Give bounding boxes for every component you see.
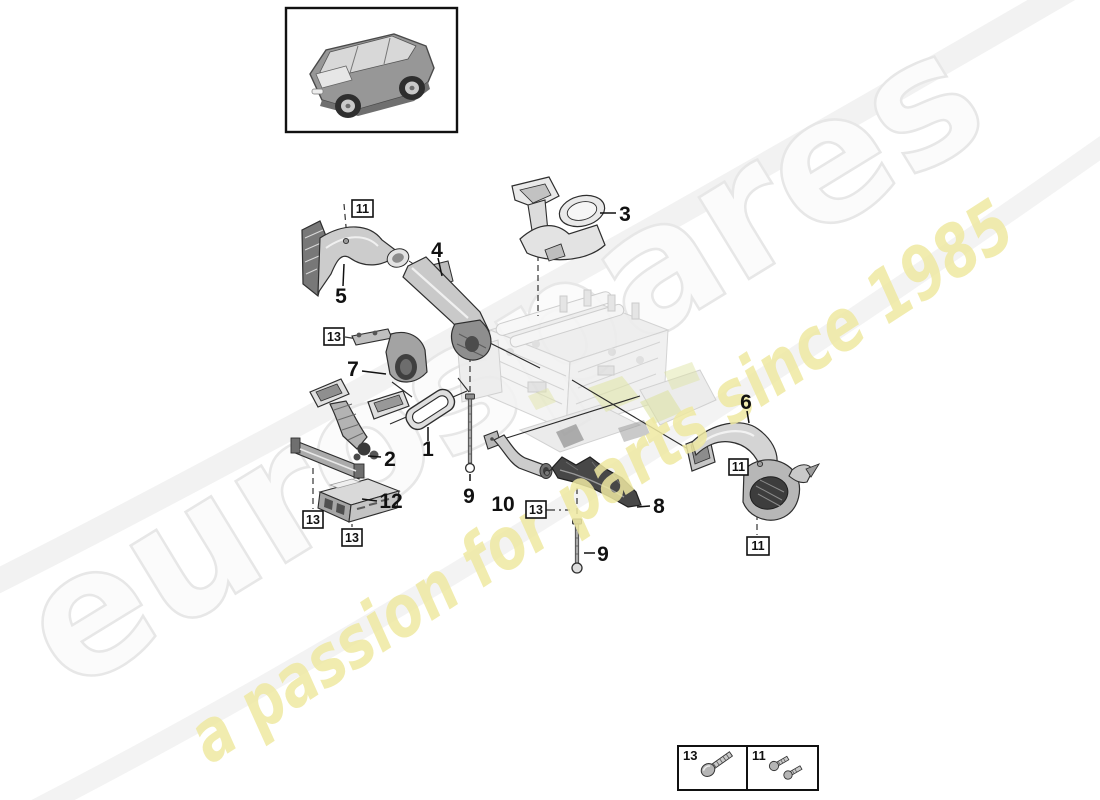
boxed-ref-labels: 11 13 13 13 13 11 11 [302,199,770,556]
part-3-defroster-duct[interactable] [511,176,608,262]
pan-head-screw-icon [700,751,734,777]
svg-text:11: 11 [751,539,764,553]
boxed-ref-13-part12[interactable]: 13 [341,528,363,547]
part-8-heat-shield[interactable] [544,456,642,508]
boxed-ref-13-part8[interactable]: 13 [525,500,547,519]
boxed-ref-13-part2[interactable]: 13 [302,510,324,529]
callout-3[interactable]: 3 [619,203,631,226]
boxed-ref-13-part7[interactable]: 13 [323,327,345,346]
svg-text:13: 13 [683,748,697,763]
callout-2[interactable]: 2 [384,448,396,471]
leader-lines [342,212,750,554]
callout-8[interactable]: 8 [653,495,665,518]
svg-text:11: 11 [752,748,766,763]
callout-labels: 1 2 3 4 5 6 7 8 9 9 10 12 [335,203,752,566]
svg-text:13: 13 [327,330,341,344]
fastener-legend: 13 11 [677,745,819,791]
callout-4[interactable]: 4 [431,239,443,262]
boxed-ref-11-part6-lower[interactable]: 11 [746,536,770,556]
vehicle-illustration [309,33,435,118]
boxed-ref-11-part5[interactable]: 11 [351,199,374,218]
part-9-screw-lower[interactable] [571,518,583,574]
part-1-seal-ring[interactable] [402,386,458,434]
part-4-air-duct-long[interactable] [402,256,492,361]
legend-cell-11[interactable]: 11 [752,748,803,781]
part-9-screw-upper[interactable] [464,393,476,474]
legend-cell-13[interactable]: 13 [683,748,734,779]
part-6-air-duct-right[interactable] [685,422,821,521]
callout-9-lower[interactable]: 9 [597,543,609,566]
boxed-ref-11-part6-upper[interactable]: 11 [728,458,749,476]
svg-text:11: 11 [732,460,745,474]
part-7-connector-duct[interactable] [351,328,428,383]
svg-text:13: 13 [345,531,359,545]
callout-5[interactable]: 5 [335,285,347,308]
svg-text:11: 11 [356,202,369,216]
callout-1[interactable]: 1 [422,438,434,461]
callout-10[interactable]: 10 [491,493,514,516]
screw-pair-icon [768,755,803,780]
callout-7[interactable]: 7 [347,358,359,381]
svg-text:13: 13 [529,503,543,517]
part-12-control-module[interactable] [317,478,401,615]
vehicle-thumbnail[interactable] [284,6,459,134]
svg-text:13: 13 [306,513,320,527]
part-2-duct-assembly[interactable] [290,378,410,480]
callout-9-upper[interactable]: 9 [463,485,475,508]
callout-12[interactable]: 12 [379,490,402,513]
callout-6[interactable]: 6 [740,391,752,414]
